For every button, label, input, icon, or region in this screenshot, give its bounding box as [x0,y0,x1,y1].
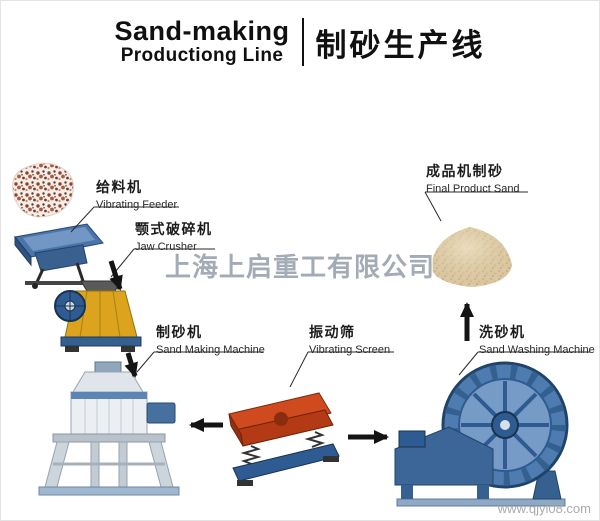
title-english-line1: Sand-making [114,16,290,46]
label-vibrating-feeder-en: Vibrating Feeder [96,199,178,211]
motor [398,430,426,448]
label-sand-making-machine-en: Sand Making Machine [156,344,265,356]
raw-material-rock-image [12,162,74,218]
sand-washing-machine-illustration [394,361,569,507]
screen-exciter [274,412,288,426]
website-url: www.qjyl08.com [497,501,591,516]
label-vibrating-screen-en: Vibrating Screen [309,344,391,356]
label-vibrating-screen-zh: 振动筛 [309,324,356,340]
sand-making-machine-illustration [38,361,180,496]
title-chinese: 制砂生产线 [315,27,486,63]
label-final-product-sand-en: Final Product Sand [426,183,520,195]
title-english: Sand-making Productiong Line [114,17,289,67]
vibrating-screen-illustration [228,392,340,486]
label-sand-making-machine: 制砂机 Sand Making Machine [156,322,265,356]
label-sand-washing-machine-en: Sand Washing Machine [479,344,595,356]
title-english-line2: Productiong Line [120,45,284,67]
label-vibrating-screen: 振动筛 Vibrating Screen [309,322,390,356]
label-sand-washing-machine-zh: 洗砂机 [479,324,526,340]
spring [240,445,262,466]
label-jaw-crusher-zh: 颚式破碎机 [135,221,213,237]
label-sand-washing-machine: 洗砂机 Sand Washing Machine [479,322,595,356]
company-watermark: 上海上启重工有限公司 [164,253,436,282]
label-sand-making-machine-zh: 制砂机 [156,324,203,340]
jaw-crusher-illustration [54,280,142,352]
title-block: Sand-making Productiong Line 制砂生产线 [1,17,599,67]
motor [146,402,176,424]
label-final-product-sand: 成品机制砂 Final Product Sand [426,161,520,195]
spring [304,431,326,448]
label-vibrating-feeder-zh: 给料机 [96,179,143,195]
label-vibrating-feeder: 给料机 Vibrating Feeder [96,177,177,211]
final-product-sand-image [431,227,512,287]
label-final-product-sand-zh: 成品机制砂 [426,163,504,179]
title-divider [301,18,304,67]
